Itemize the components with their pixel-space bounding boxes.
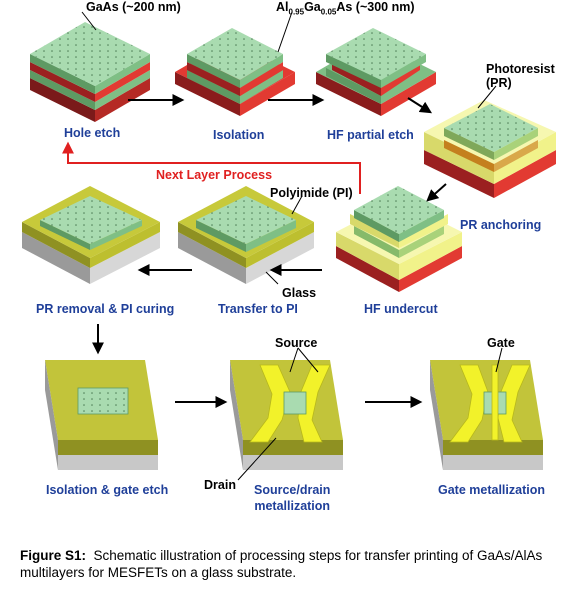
caption-text: Schematic illustration of processing ste… xyxy=(20,548,543,580)
label-hole-etch: Hole etch xyxy=(64,126,121,140)
pr-removal-stack xyxy=(22,186,160,284)
label-hf-undercut: HF undercut xyxy=(364,302,438,316)
isolation-stack xyxy=(175,28,295,116)
isolation-gate-etch-chip xyxy=(45,360,158,470)
photoresist-annotation: Photoresist(PR) xyxy=(486,62,555,90)
label-pr-removal: PR removal & PI curing xyxy=(36,302,175,316)
gate-annotation: Gate xyxy=(487,336,515,350)
polyimide-annotation: Polyimide (PI) xyxy=(270,186,353,200)
caption-title: Figure S1: xyxy=(20,548,87,563)
label-hf-partial-etch: HF partial etch xyxy=(327,128,414,142)
label-transfer-to-pi: Transfer to PI xyxy=(218,302,298,316)
hf-undercut-stack xyxy=(336,186,462,292)
arrow-4 xyxy=(426,183,447,202)
source-annotation: Source xyxy=(275,336,318,350)
drain-annotation: Drain xyxy=(204,478,236,492)
gaas-annotation: GaAs (~200 nm) xyxy=(86,0,181,14)
source-drain-chip xyxy=(230,360,343,470)
figure-caption: Figure S1: Schematic illustration of pro… xyxy=(20,547,565,581)
label-next-layer: Next Layer Process xyxy=(156,168,273,182)
next-layer-arrow xyxy=(62,141,361,194)
label-isolation-gate-etch: Isolation & gate etch xyxy=(46,483,169,497)
hf-partial-etch-stack xyxy=(316,28,436,116)
label-gate-metallization: Gate metallization xyxy=(438,483,545,497)
gate-metallization-chip xyxy=(430,360,543,470)
hole-etch-stack xyxy=(30,22,150,122)
glass-annotation: Glass xyxy=(282,286,317,300)
label-isolation: Isolation xyxy=(213,128,265,142)
transfer-to-pi-stack xyxy=(178,186,314,284)
arrow-3 xyxy=(407,97,433,114)
label-pr-anchoring: PR anchoring xyxy=(460,218,542,232)
pr-anchoring-stack xyxy=(424,100,556,198)
algaas-annotation: Al0.95Ga0.05As (~300 nm) xyxy=(276,0,415,17)
